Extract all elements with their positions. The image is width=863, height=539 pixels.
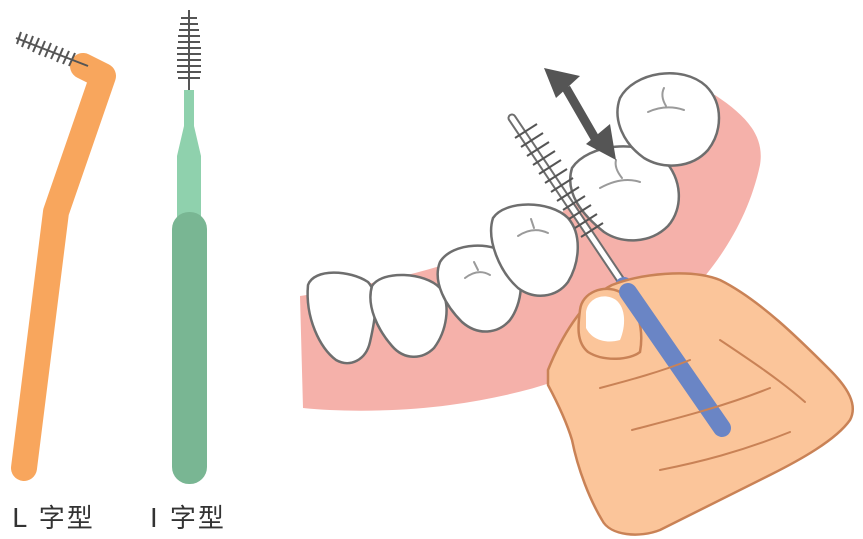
mouth-illustration [300,68,853,535]
double-arrow-icon [544,68,616,160]
l-brush-handle [24,66,103,468]
l-type-label: L 字型 [12,498,95,535]
thumbnail [586,296,624,341]
i-brush-handle [172,212,207,484]
i-type-label: I 字型 [150,498,226,535]
l-brush-icon [16,32,103,468]
i-brush-bristles [177,10,201,94]
i-brush-neck [177,90,201,218]
l-brush-bristles [16,32,88,66]
i-brush-icon [172,10,207,484]
hand-icon [548,273,853,534]
